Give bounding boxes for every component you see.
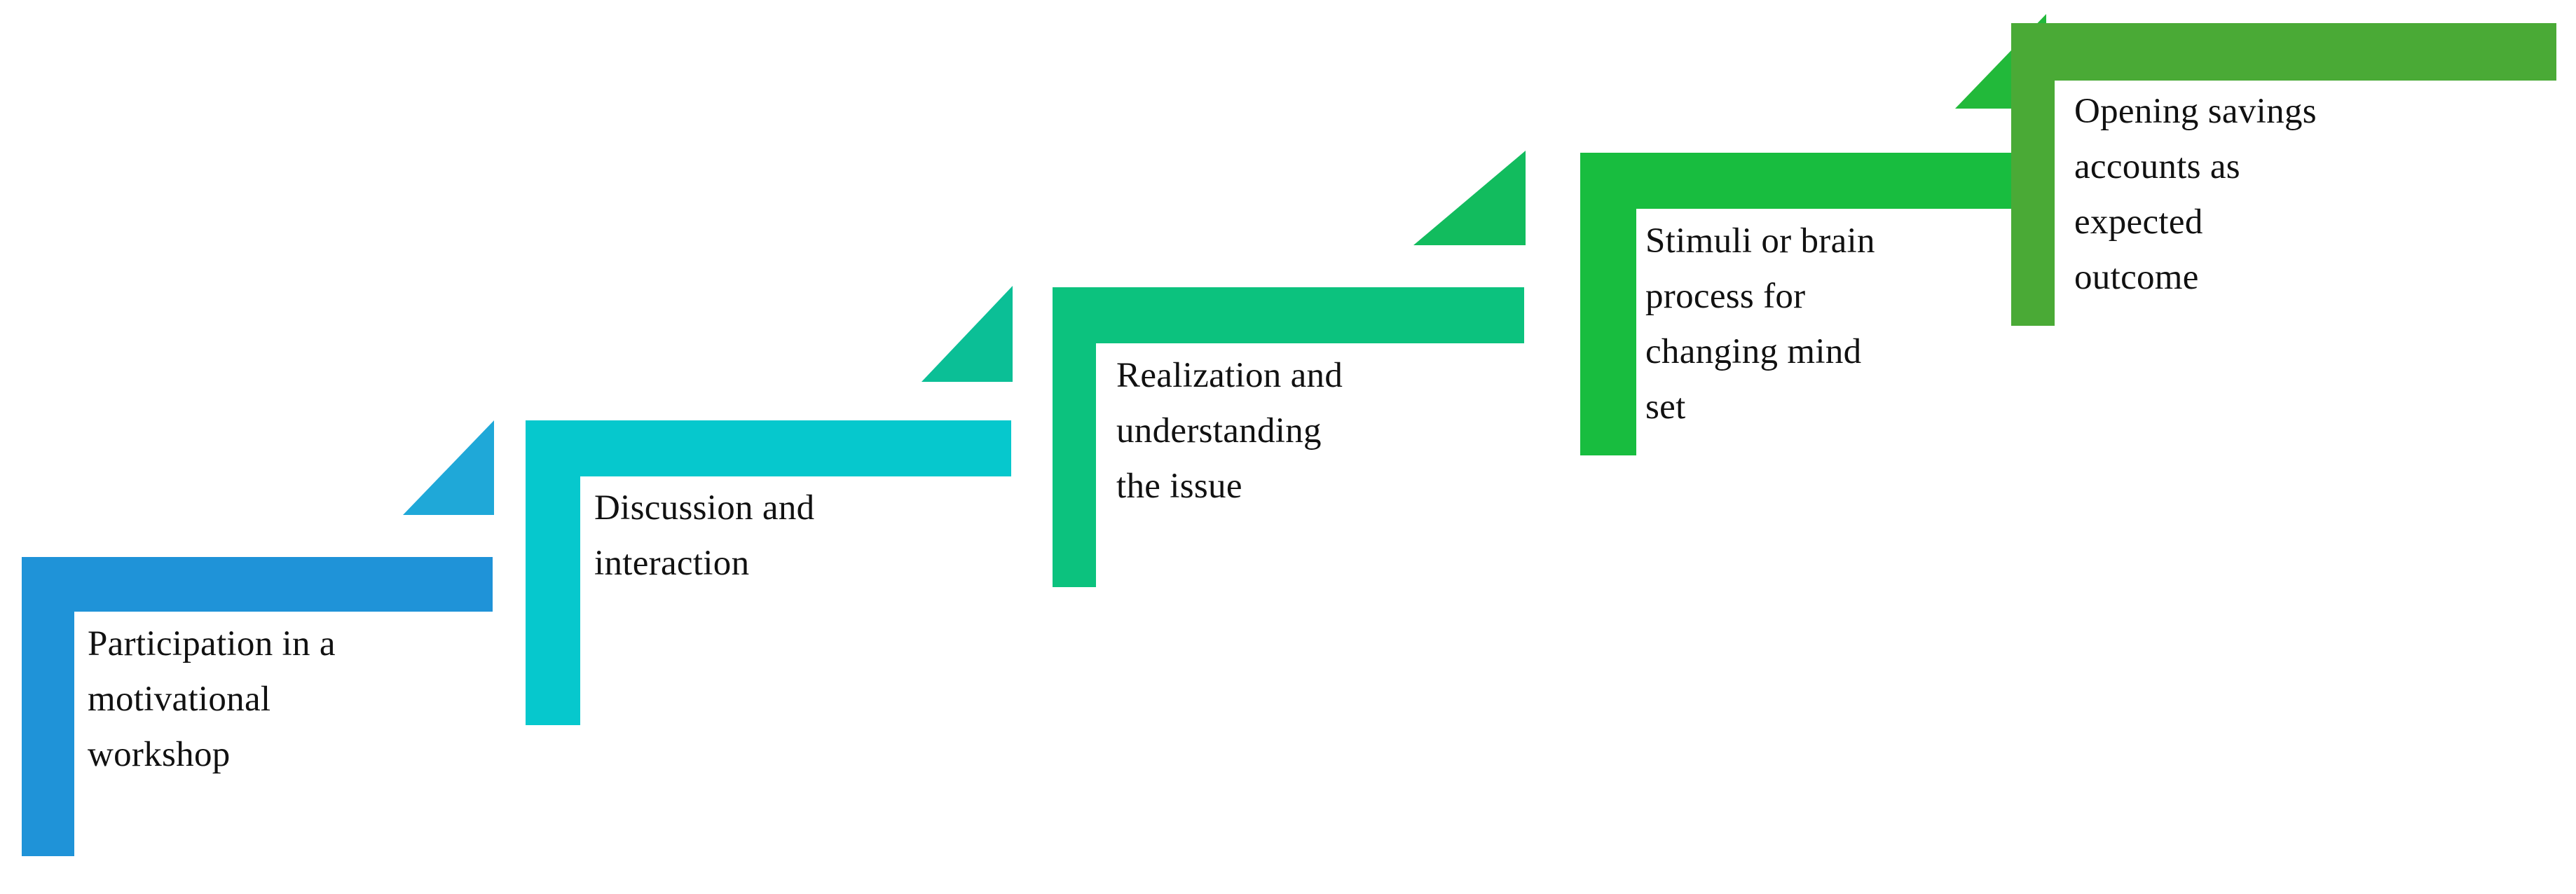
step-4-horizontal-bar bbox=[1580, 153, 2053, 209]
arrow-triangle-2 bbox=[922, 286, 1013, 382]
step-5-label: Opening savings accounts as expected out… bbox=[2074, 92, 2317, 297]
step-2-vertical-bar bbox=[526, 420, 580, 725]
step-2-label: Discussion and interaction bbox=[594, 488, 815, 583]
step-3-horizontal-bar bbox=[1053, 287, 1524, 343]
arrow-triangle-1 bbox=[403, 420, 494, 515]
step-5-vertical-bar bbox=[2011, 23, 2055, 326]
process-step-1[interactable] bbox=[22, 557, 493, 856]
step-3-vertical-bar bbox=[1053, 287, 1096, 587]
process-step-5[interactable] bbox=[2011, 23, 2556, 326]
process-step-4[interactable] bbox=[1580, 153, 2053, 455]
step-1-vertical-bar bbox=[22, 557, 74, 856]
step-1-label: Participation in a motivational workshop bbox=[88, 624, 336, 774]
step-2-horizontal-bar bbox=[526, 420, 1011, 476]
step-5-horizontal-bar bbox=[2011, 23, 2556, 81]
step-1-horizontal-bar bbox=[22, 557, 493, 612]
step-4-label: Stimuli or brain process for changing mi… bbox=[1645, 221, 1875, 427]
step-4-vertical-bar bbox=[1580, 153, 1636, 455]
arrow-triangle-3 bbox=[1413, 151, 1526, 245]
step-3-label: Realization and understanding the issue bbox=[1116, 356, 1343, 506]
process-step-2[interactable] bbox=[526, 420, 1011, 725]
process-step-3[interactable] bbox=[1053, 287, 1524, 587]
